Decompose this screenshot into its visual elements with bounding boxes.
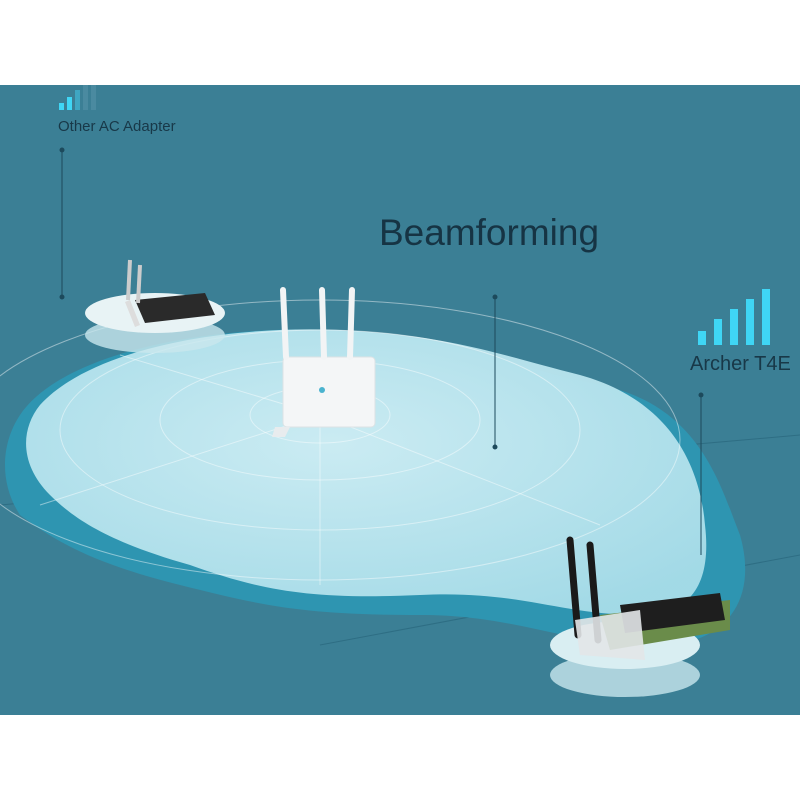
scene-graphics xyxy=(0,85,800,697)
router-device xyxy=(272,287,376,437)
other-adapter-label: Other AC Adapter xyxy=(58,118,176,135)
other-adapter-signal-icon xyxy=(59,85,96,110)
scene: Beamforming Other AC Adapter Archer T4E xyxy=(0,85,800,715)
feature-title: Beamforming xyxy=(379,212,600,253)
coverage-area xyxy=(26,329,707,615)
pointer-lines xyxy=(59,147,704,555)
other-adapter-device xyxy=(85,259,225,353)
archer-label: Archer T4E xyxy=(690,353,791,375)
archer-signal-icon xyxy=(698,289,770,345)
archer-t4e-device xyxy=(550,536,730,697)
